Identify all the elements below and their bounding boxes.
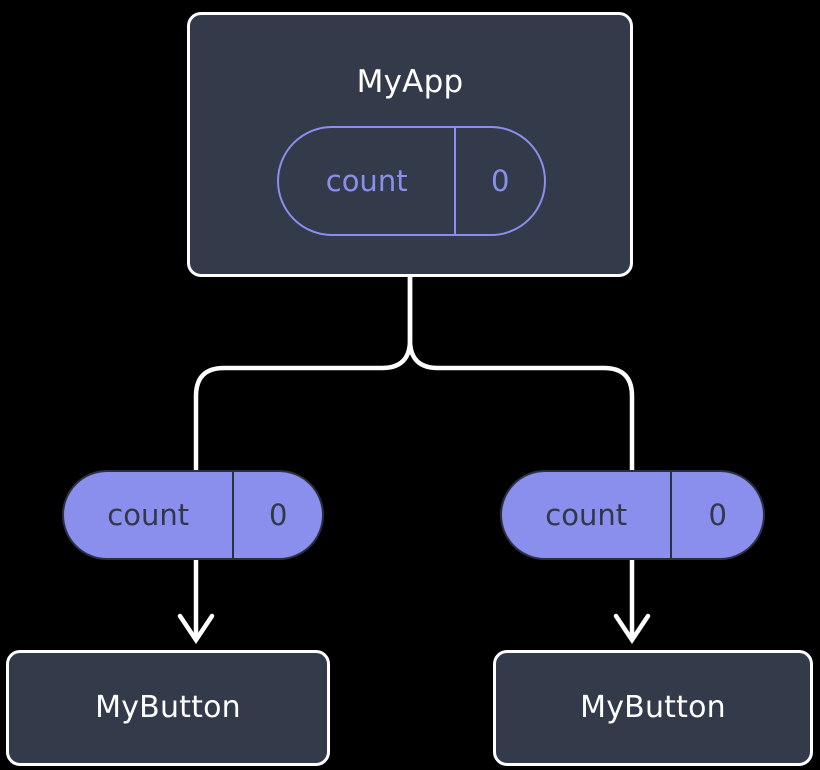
- component-label-mybutton: MyButton: [580, 690, 726, 725]
- component-label-mybutton: MyButton: [95, 690, 241, 725]
- state-pill-value: 0: [670, 472, 763, 558]
- state-pill-key: count: [545, 497, 628, 532]
- arrow-head-right: [613, 613, 651, 645]
- branch-connector-left: [193, 274, 413, 473]
- arrow-head-left: [177, 613, 215, 645]
- state-pill-myapp[interactable]: count 0: [277, 126, 546, 236]
- branch-connector-right: [407, 274, 635, 473]
- state-pill-child-left[interactable]: count 0: [62, 470, 324, 560]
- component-node-mybutton-right[interactable]: MyButton: [493, 650, 813, 766]
- state-pill-value: 0: [454, 128, 544, 234]
- state-pill-child-right[interactable]: count 0: [500, 470, 765, 560]
- component-node-mybutton-left[interactable]: MyButton: [6, 650, 330, 766]
- state-pill-value: 0: [232, 472, 322, 558]
- component-label-myapp: MyApp: [356, 64, 464, 100]
- state-pill-key: count: [325, 163, 408, 198]
- state-pill-key: count: [107, 497, 190, 532]
